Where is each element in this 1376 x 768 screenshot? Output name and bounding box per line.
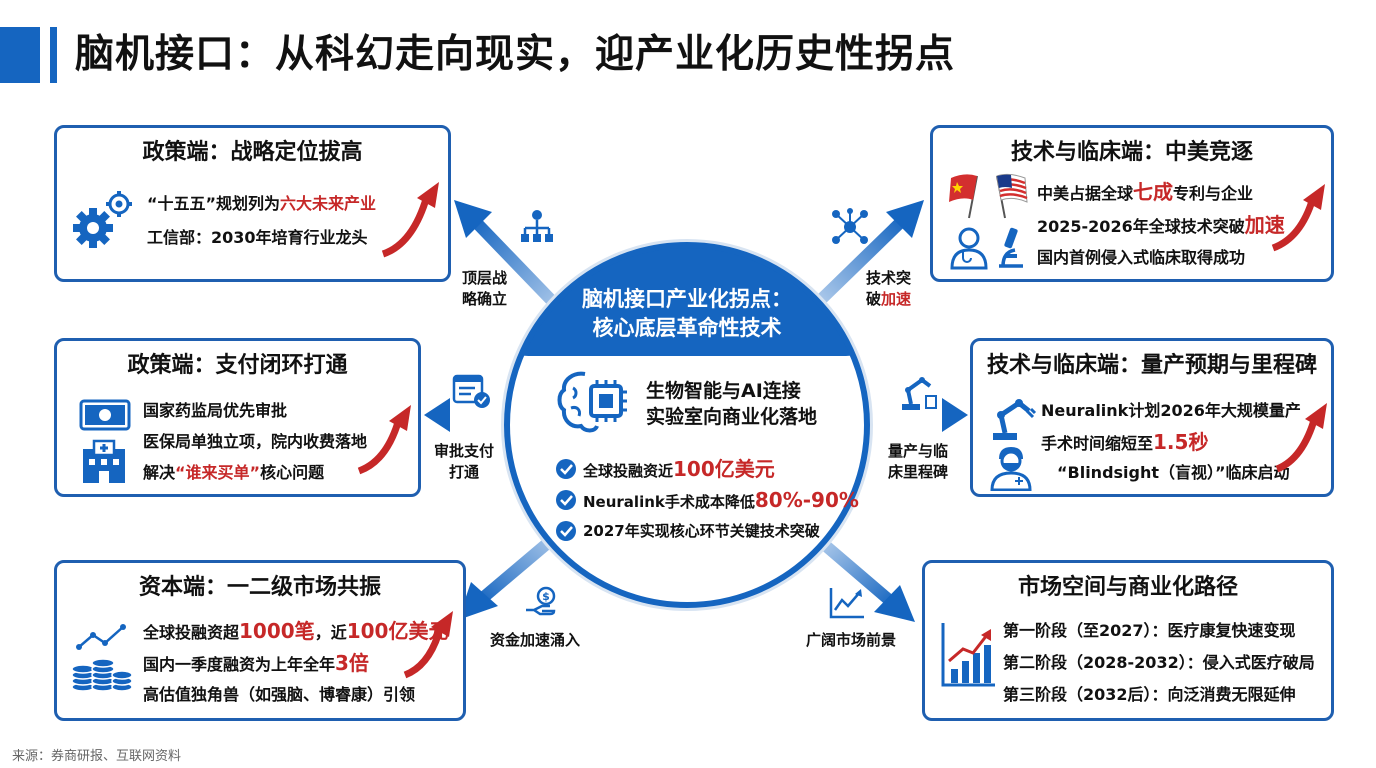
gears-icon	[73, 191, 132, 248]
robot-arm-icon	[902, 377, 937, 410]
card-line: 手术时间缩短至1.5秒	[1041, 430, 1209, 454]
card-line: 医保局单独立项，院内收费落地	[143, 432, 368, 451]
trend-arrow-icon	[381, 182, 439, 258]
trend-arrow-icon	[403, 611, 453, 679]
card-line: 解决“谁来买单”核心问题	[143, 463, 325, 482]
trend-arrow-icon	[1271, 184, 1325, 252]
card-tech-race: 技术与临床端：中美竞逐 中美占据全球七成专利与企业 2025-2026年全球技术…	[930, 125, 1334, 282]
card-line: 第一阶段（至2027）：医疗康复快速变现	[1003, 621, 1296, 640]
check-icon	[556, 521, 576, 541]
card-line: 第三阶段（2032后）：向泛消费无限延伸	[1003, 685, 1296, 704]
coin-hand-icon: $	[526, 586, 556, 616]
card-line: 工信部：2030年培育行业龙头	[147, 228, 368, 247]
center-title: 脑机接口产业化拐点： 核心底层革命性技术	[520, 285, 854, 343]
robot-arm-icon	[993, 399, 1037, 440]
center-main-line1: 生物智能与AI连接	[646, 380, 801, 402]
surgeon-icon	[990, 447, 1032, 491]
svg-text:$: $	[542, 590, 550, 603]
growth-chart-icon	[829, 588, 864, 619]
center-title-line2: 核心底层革命性技术	[592, 316, 782, 340]
card-market: 市场空间与商业化路径 第一阶段（至2027）：医疗康复快速变现 第二阶段（202…	[922, 560, 1334, 721]
flow-label-tech-race: 技术突破加速	[866, 269, 912, 308]
card-line: “Blindsight（盲视）”临床启动	[1057, 463, 1290, 482]
flow-label-market: 广阔市场前景	[806, 631, 897, 649]
check-icon	[556, 490, 576, 510]
card-line: 2025-2026年全球技术突破加速	[1037, 213, 1285, 237]
page-title: 脑机接口：从科幻走向现实，迎产业化历史性拐点	[75, 32, 956, 77]
hospital-icon	[83, 439, 125, 483]
check-icon	[556, 459, 576, 479]
card-line: Neuralink计划2026年大规模量产	[1041, 401, 1301, 420]
card-title: 政策端：战略定位拔高	[142, 140, 363, 165]
center-title-line1: 脑机接口产业化拐点：	[582, 287, 792, 311]
card-title: 政策端：支付闭环打通	[127, 353, 348, 378]
card-title: 技术与临床端：量产预期与里程碑	[986, 353, 1317, 378]
trend-arrow-icon	[1275, 403, 1327, 473]
network-icon	[832, 208, 868, 244]
trend-arrow-icon	[357, 405, 411, 475]
money-icon	[79, 399, 131, 431]
growth-chart-icon	[941, 623, 995, 687]
card-line: 全球投融资超1000笔，近100亿美元	[143, 619, 449, 643]
brain-chip-icon	[557, 371, 627, 433]
card-line: 中美占据全球七成专利与企业	[1037, 180, 1254, 204]
center-main-text: 生物智能与AI连接 实验室向商业化落地	[646, 378, 817, 430]
card-capital: 资本端：一二级市场共振 全球投融资超1000笔，近100亿美元 国内一季度融资为…	[54, 560, 466, 721]
card-tech-mass: 技术与临床端：量产预期与里程碑 Neuralink计划2026年大规模量产 手术…	[970, 338, 1334, 497]
title-accent-bar	[0, 27, 40, 83]
card-policy-strategy: 政策端：战略定位拔高 “十五五”规划列为六大未来产业 工信部：2030年培育行业…	[54, 125, 451, 282]
flow-label-capital: 资金加速涌入	[490, 631, 581, 649]
card-title: 资本端：一二级市场共振	[138, 575, 381, 600]
cn-us-flags-icon	[949, 173, 1028, 219]
card-title: 技术与临床端：中美竞逐	[1010, 140, 1253, 165]
source-note: 来源：券商研报、互联网资料	[12, 749, 182, 764]
form-check-icon	[452, 374, 490, 408]
card-title: 市场空间与商业化路径	[1017, 575, 1238, 600]
microscope-icon	[999, 227, 1023, 268]
org-chart-icon	[521, 210, 553, 242]
card-line: 第二阶段（2028-2032）：侵入式医疗破局	[1003, 653, 1315, 672]
card-line: 国家药监局优先审批	[143, 401, 288, 420]
card-line: “十五五”规划列为六大未来产业	[147, 194, 377, 213]
flow-label-policy-payment: 审批支付打通	[434, 442, 495, 481]
card-line: 国内首例侵入式临床取得成功	[1037, 248, 1246, 267]
coin-stack-icon	[71, 624, 133, 692]
card-line: 国内一季度融资为上年全年3倍	[143, 651, 369, 675]
center-main-line2: 实验室向商业化落地	[646, 406, 818, 428]
card-line: 高估值独角兽（如强脑、博睿康）引领	[143, 685, 416, 704]
arrow-right	[860, 398, 968, 432]
doctor-icon	[950, 227, 988, 270]
title-accent-bar-thin	[50, 27, 57, 83]
card-policy-payment: 政策端：支付闭环打通 国家药监局优先审批 医保局单独立项，院内收费落地 解决“谁…	[54, 338, 421, 497]
flow-label-tech-mass: 量产与临床里程碑	[888, 442, 949, 481]
flow-label-policy-strategy: 顶层战略确立	[462, 269, 508, 308]
